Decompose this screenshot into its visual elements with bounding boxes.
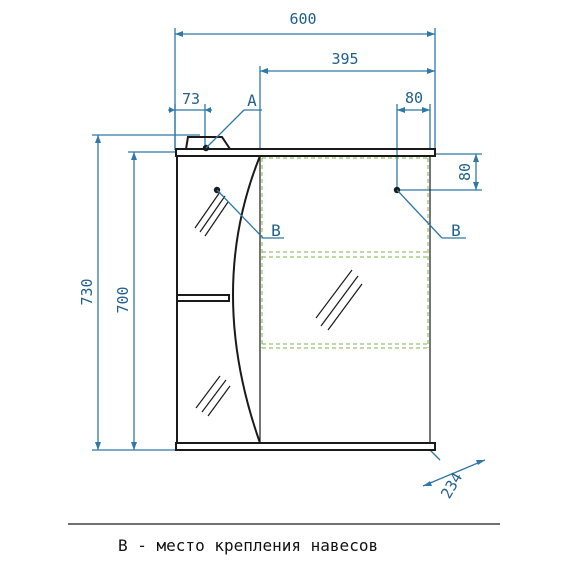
glare-stroke [199, 195, 226, 233]
dim-right-mount-offset: 80 [396, 89, 431, 190]
glare-stroke [327, 283, 363, 331]
overall-width-label: 600 [289, 10, 316, 28]
dim-total-height: 730 [78, 134, 200, 451]
glare-stroke [204, 201, 229, 237]
left-shelf-width-label: 73 [182, 90, 200, 108]
glare-stroke [195, 375, 221, 409]
mount-point-left-b: B [213, 186, 284, 240]
bottom-panel [175, 442, 436, 451]
glare-stroke [320, 275, 359, 327]
dim-mirror-width: 395 [259, 50, 435, 150]
dim-left-shelf: 73 [168, 90, 212, 148]
glare-stroke [201, 379, 227, 413]
glare-stroke [194, 191, 221, 229]
body-height-label: 700 [114, 286, 132, 313]
legend-caption: В - место крепления навесов [118, 536, 379, 555]
glare-stroke [207, 385, 231, 417]
total-height-label: 730 [78, 278, 96, 305]
depth-label: 234 [437, 469, 466, 501]
mount-right-label: B [451, 221, 461, 240]
dim-depth: 234 [422, 449, 486, 502]
mount-left-label: B [271, 221, 281, 240]
mirror-width-label: 395 [331, 50, 358, 68]
mount-point-right-b: B [393, 186, 466, 240]
point-a-label: A [247, 91, 257, 110]
cabinet-body [175, 136, 436, 451]
dim-overall-width: 600 [174, 10, 436, 150]
hidden-shelves [261, 157, 429, 349]
top-panel [175, 148, 436, 157]
curved-door-edge [232, 155, 261, 444]
dim-right-mount-height: 80 [400, 153, 482, 191]
glare-stroke [315, 269, 353, 319]
top-light-block [185, 136, 231, 150]
right-mount-height-label: 80 [456, 163, 474, 181]
middle-shelf [176, 294, 230, 302]
mount-point-a: A [202, 91, 262, 152]
right-mount-offset-label: 80 [405, 89, 423, 107]
dim-body-height: 700 [114, 151, 176, 450]
